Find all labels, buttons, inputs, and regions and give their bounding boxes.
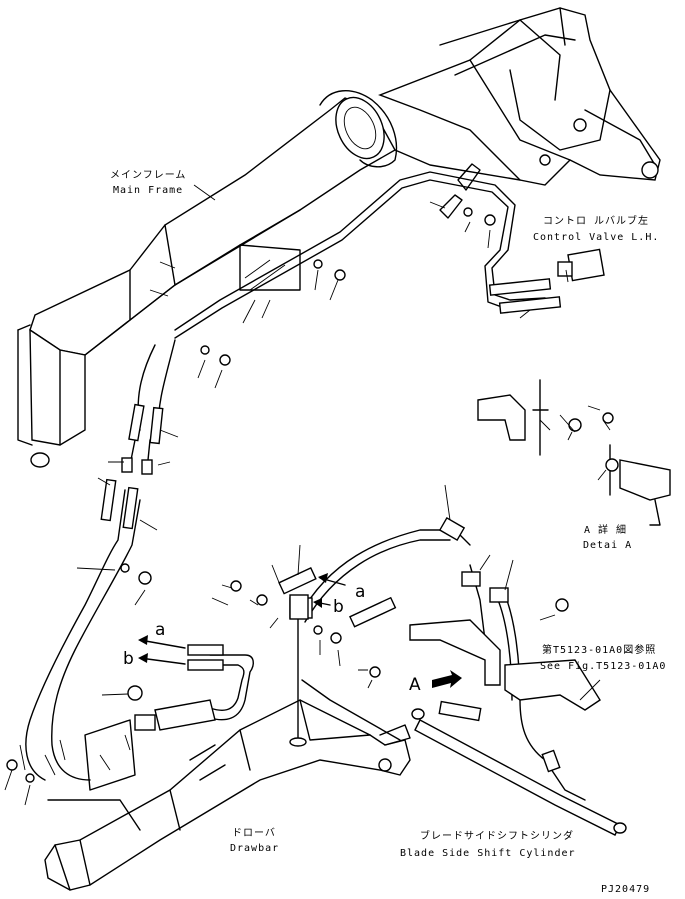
view-a-arrow [432, 670, 462, 688]
detail-a-label-jp: A 詳 細 [584, 523, 627, 536]
drawbar [44, 699, 411, 891]
hydraulic-lines [25, 171, 546, 781]
center-valve [289, 594, 401, 747]
connection-a-lower: a [155, 620, 165, 640]
detail-a [477, 379, 671, 526]
control-valve-label-jp: コントロ ルバルブ左 [543, 214, 649, 227]
connection-arrows [138, 573, 462, 688]
blade-side-shift-cylinder [411, 700, 627, 836]
detail-a-label-en: Detai A [583, 540, 632, 551]
connection-b-lower: b [123, 649, 134, 669]
leader-lines [4, 184, 611, 806]
main-frame [17, 7, 661, 468]
main-frame-label-jp: メインフレーム [110, 169, 186, 181]
blade-cylinder-label-en: Blade Side Shift Cylinder [400, 848, 576, 859]
control-valve-label-en: Control Valve L.H. [533, 232, 659, 243]
connection-b-upper: b [333, 597, 344, 617]
view-a-label: A [409, 675, 421, 695]
drawbar-label-jp: ドローバ [232, 827, 276, 839]
text-labels: メインフレーム Main Frame コントロ ルバルブ左 Control Va… [110, 169, 666, 895]
see-fig-label-jp: 第T5123-01A0図参照 [542, 643, 656, 656]
blade-cylinder-label-jp: ブレードサイドシフトシリンダ [420, 829, 574, 842]
main-frame-label-en: Main Frame [113, 185, 183, 196]
connection-a-upper: a [355, 582, 365, 602]
drawing-number: PJ20479 [601, 884, 650, 895]
drawbar-label-en: Drawbar [230, 843, 279, 854]
bracket-see-fig [409, 619, 601, 711]
see-fig-label-en: See Fig.T5123-01A0 [540, 661, 666, 672]
